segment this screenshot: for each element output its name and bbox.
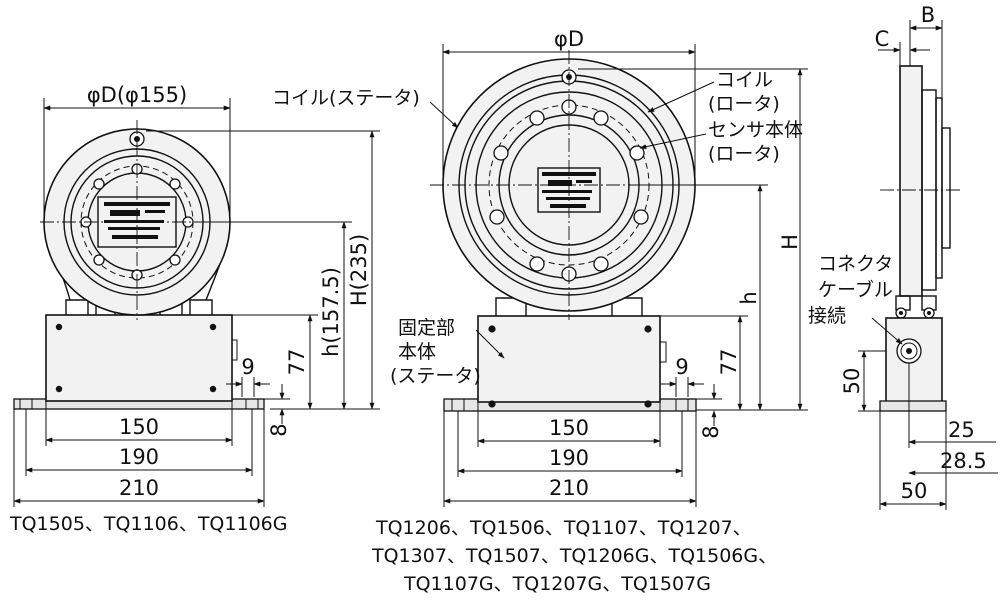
left-dim-77: 77	[285, 349, 309, 376]
center-dim-77: 77	[717, 349, 741, 376]
left-dim-axis-height: h(157.5)	[319, 267, 343, 357]
side-dim-50-width: 50	[901, 479, 928, 503]
center-models-line1: TQ1206、TQ1506、TQ1107、TQ1207、	[375, 517, 752, 539]
side-view: B C 50 25 28.5 50 コネクタ ケーブル 接続	[808, 3, 998, 510]
side-label-connector-3: 接続	[808, 305, 846, 327]
center-dim-9: 9	[675, 355, 688, 379]
center-label-fixed-2: 本体	[398, 341, 436, 363]
center-label-coil-rotor-1: コイル	[716, 69, 773, 91]
center-dim-150: 150	[549, 416, 589, 440]
center-dim-axis-height: h	[737, 291, 761, 304]
left-models: TQ1505、TQ1106、TQ1106G	[9, 513, 287, 535]
center-label-sensor-rotor-2: (ロータ)	[708, 143, 780, 165]
left-dim-150: 150	[119, 415, 159, 439]
side-dim-50-height: 50	[840, 368, 864, 395]
left-dim-210: 210	[119, 476, 159, 500]
left-dim-190: 190	[119, 445, 159, 469]
left-fixed-body	[45, 314, 233, 402]
center-fixed-body	[477, 315, 661, 403]
left-label-coil-stator: コイル(ステータ)	[272, 87, 420, 109]
side-dim-C: C	[875, 27, 890, 51]
center-dim-diameter: φD	[554, 27, 584, 51]
center-dim-190: 190	[549, 446, 589, 470]
center-front-view: φD H h 77 9 8 150 190	[371, 27, 808, 595]
left-front-view: φD(φ155) H(235) h(157.5) 77 9 8 150	[9, 83, 459, 535]
left-dim-8: 8	[267, 423, 291, 436]
center-models-line3: TQ1107G、TQ1207G、TQ1507G	[403, 573, 711, 595]
side-label-connector-2: ケーブル	[818, 278, 893, 301]
side-stator-disc	[899, 65, 923, 297]
left-dim-diameter: φD(φ155)	[87, 83, 187, 107]
center-dim-height: H	[778, 234, 802, 250]
side-dim-28-5: 28.5	[940, 449, 987, 473]
center-models-line2: TQ1307、TQ1507、TQ1206G、TQ1506G、	[371, 545, 777, 567]
left-dim-9: 9	[241, 355, 254, 379]
center-dim-210: 210	[549, 476, 589, 500]
side-dim-25: 25	[948, 418, 975, 442]
center-label-sensor-rotor-1: センサ本体	[708, 119, 803, 141]
left-dim-height: H(235)	[347, 234, 371, 306]
center-label-coil-rotor-2: (ロータ)	[708, 93, 780, 115]
center-label-fixed-1: 固定部	[398, 317, 455, 339]
side-label-connector-1: コネクタ	[818, 253, 893, 275]
side-dim-B: B	[921, 3, 935, 27]
center-label-fixed-3: (ステータ)	[390, 365, 481, 387]
center-dim-8: 8	[699, 425, 723, 438]
